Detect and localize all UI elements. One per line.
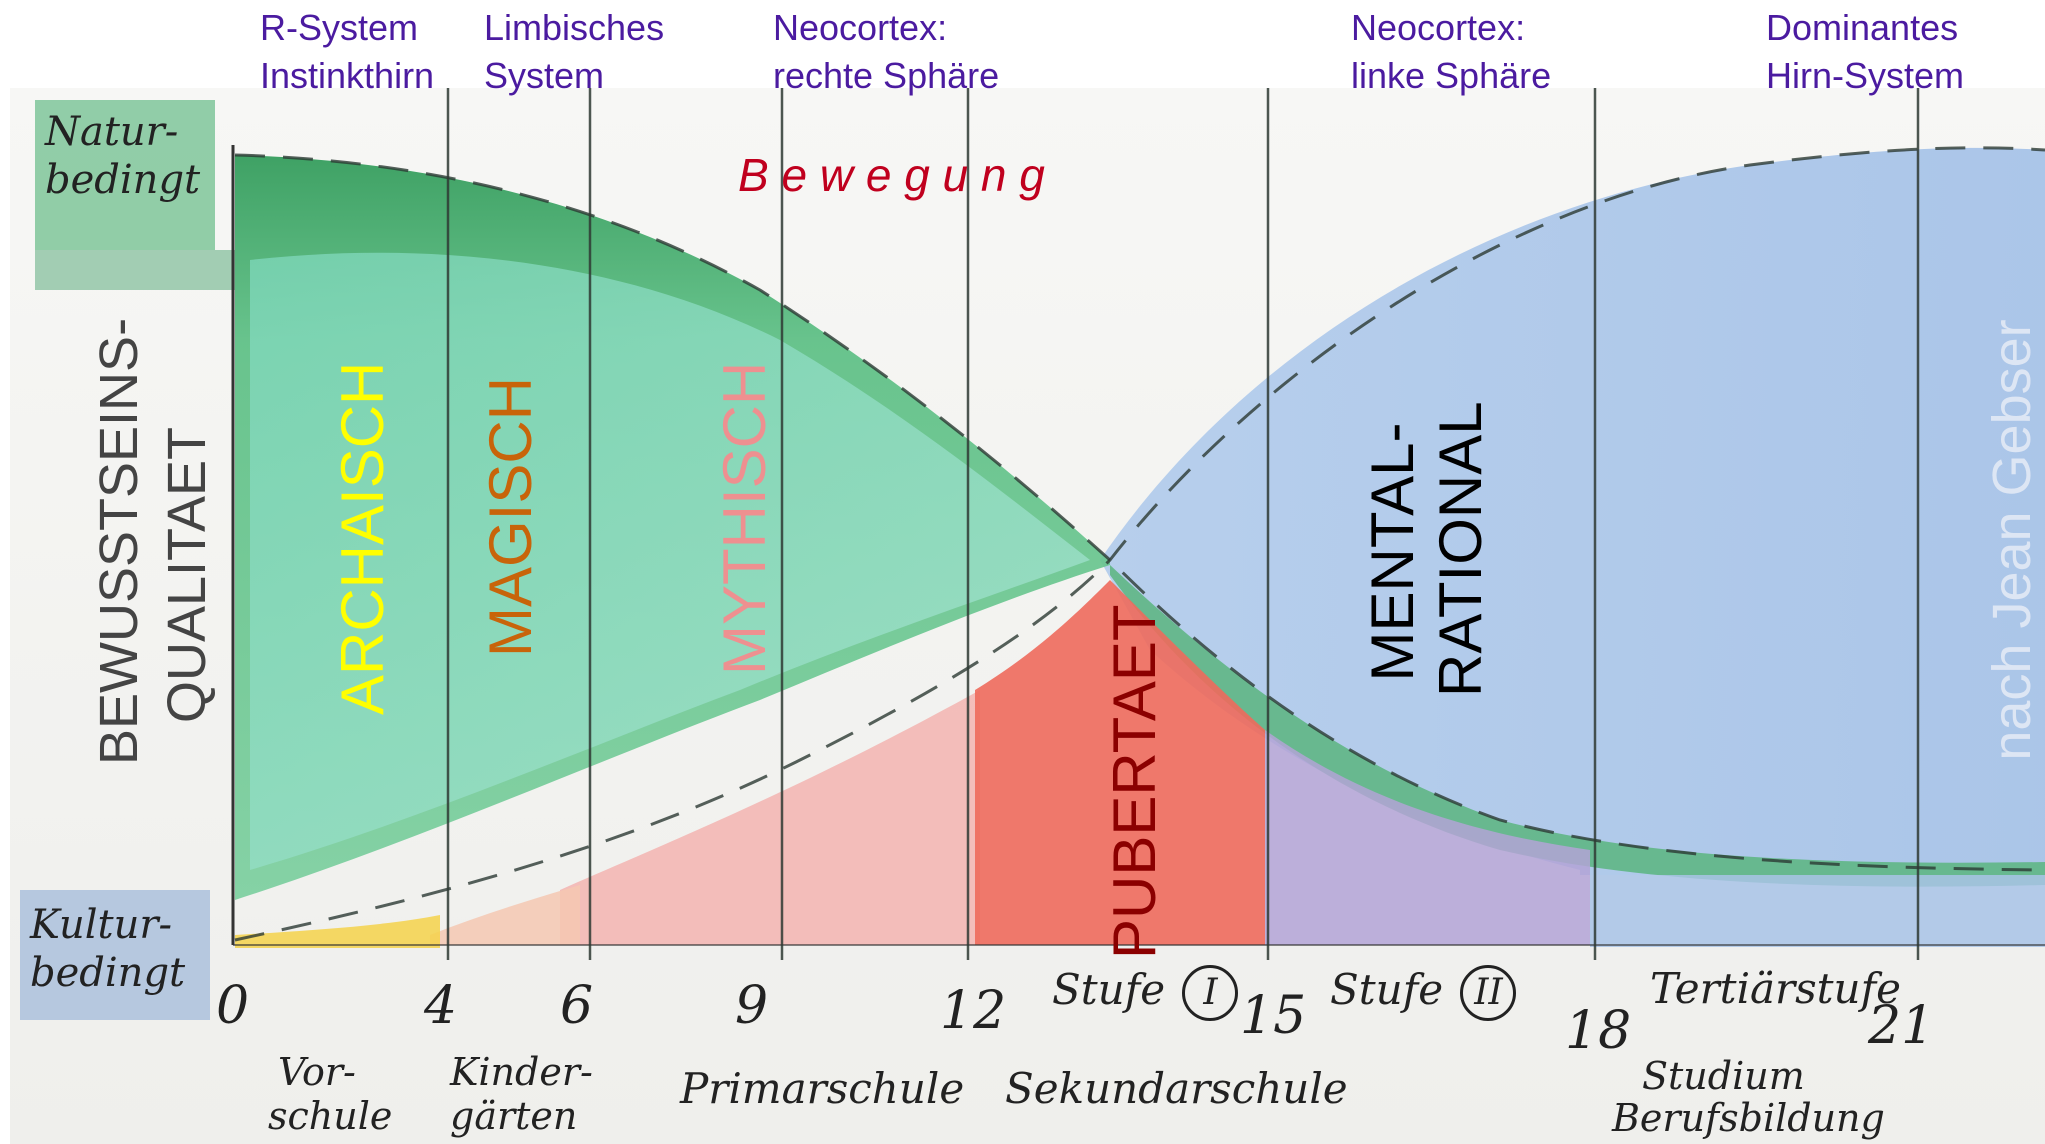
header-neocortex-rechts-line1: Neocortex: bbox=[773, 7, 948, 48]
stufe-2-number: II bbox=[1460, 965, 1517, 1021]
stufe-2-label: Stufe II bbox=[1330, 965, 1517, 1021]
primarschule-label: Primarschule bbox=[680, 1064, 965, 1113]
ascending-dashed-curve bbox=[234, 146, 2045, 942]
header-limbisch-line2: System bbox=[484, 55, 605, 96]
header-limbisch-line1: Limbisches bbox=[484, 7, 665, 48]
kultur-bedingt-label: Kultur- bedingt bbox=[30, 905, 185, 993]
purple-region bbox=[1265, 730, 1590, 945]
magic-teal-region bbox=[250, 252, 1090, 871]
kindergarten-line2: gärten bbox=[450, 1094, 578, 1138]
title-line2: QUALITAET bbox=[157, 426, 217, 724]
green-lower-band bbox=[1110, 565, 2045, 887]
natur-box bbox=[35, 100, 215, 250]
header-dominant: Dominantes Hirn-System bbox=[1766, 4, 1964, 100]
studium-label: Studium Berufsbildung bbox=[1612, 1055, 1885, 1139]
stufe-1-text: Stufe bbox=[1052, 965, 1166, 1014]
tick-6: 6 bbox=[560, 976, 594, 1036]
vorschule-label: Vor- schule bbox=[268, 1050, 392, 1138]
tick-0: 0 bbox=[216, 976, 250, 1036]
header-r-system-line1: R-System bbox=[260, 7, 419, 48]
bewusstseins-qualitaet-title: BEWUSSTSEINS- QUALITAET bbox=[85, 317, 225, 765]
stage-mythisch: MYTHISCH bbox=[711, 361, 778, 675]
stage-pubertaet: PUBERTAET bbox=[1101, 604, 1168, 959]
header-r-system: R-System Instinkthirn bbox=[260, 4, 434, 100]
division-lines bbox=[446, 88, 1920, 960]
tick-18: 18 bbox=[1565, 1001, 1632, 1061]
stage-archaisch: ARCHAISCH bbox=[329, 361, 396, 715]
kultur-line2: bedingt bbox=[30, 950, 186, 996]
attribution: nach Jean Gebser bbox=[1982, 319, 2042, 761]
tick-21: 21 bbox=[1868, 996, 1935, 1056]
studium-line1: Studium bbox=[1642, 1054, 1805, 1098]
kindergarten-label: Kinder- gärten bbox=[450, 1050, 593, 1138]
header-neocortex-rechts-line2: rechte Sphäre bbox=[773, 55, 1000, 96]
blue-bottom bbox=[1590, 875, 2045, 947]
kindergarten-line1: Kinder- bbox=[450, 1050, 593, 1094]
vorschule-line1: Vor- bbox=[278, 1050, 356, 1094]
mental-line1: MENTAL- bbox=[1359, 422, 1426, 682]
natur-box-bottom bbox=[35, 250, 235, 290]
header-dominant-line1: Dominantes bbox=[1766, 7, 1959, 48]
tick-12: 12 bbox=[940, 981, 1007, 1041]
studium-line2: Berufsbildung bbox=[1612, 1096, 1885, 1140]
stage-mental-rational: MENTAL- RATIONAL bbox=[1359, 401, 1499, 697]
bewegung-label: B e w e g u n g bbox=[738, 149, 1045, 201]
header-neocortex-links-line2: linke Sphäre bbox=[1351, 55, 1552, 96]
natur-bedingt-label: Natur- bedingt bbox=[45, 112, 200, 200]
mental-line2: RATIONAL bbox=[1427, 401, 1494, 697]
stage-magisch: MAGISCH bbox=[477, 376, 544, 657]
kultur-line1: Kultur- bbox=[30, 902, 173, 948]
header-neocortex-rechts: Neocortex: rechte Sphäre bbox=[773, 4, 999, 100]
title-line1: BEWUSSTSEINS- bbox=[89, 317, 149, 765]
mental-region bbox=[1100, 147, 2045, 876]
stufe-1-number: I bbox=[1182, 965, 1239, 1021]
tick-4: 4 bbox=[424, 976, 458, 1036]
descending-dashed-curve bbox=[234, 153, 2045, 872]
tertiaer-label: Tertiärstufe bbox=[1650, 964, 1901, 1013]
yellow-strip bbox=[235, 915, 440, 948]
sekundarschule-label: Sekundarschule bbox=[1005, 1064, 1348, 1113]
stufe-1-label: Stufe I bbox=[1052, 965, 1239, 1021]
vorschule-line2: schule bbox=[268, 1094, 393, 1138]
header-dominant-line2: Hirn-System bbox=[1766, 55, 1965, 96]
header-limbisch: Limbisches System bbox=[484, 4, 664, 100]
natur-line1: Natur- bbox=[45, 109, 179, 155]
header-r-system-line2: Instinkthirn bbox=[260, 55, 435, 96]
tick-15: 15 bbox=[1240, 986, 1307, 1046]
mythic-pink-region bbox=[560, 690, 980, 945]
header-neocortex-links-line1: Neocortex: bbox=[1351, 7, 1526, 48]
pubertaet-red-region bbox=[975, 580, 1265, 945]
tick-9: 9 bbox=[735, 976, 769, 1036]
header-neocortex-links: Neocortex: linke Sphäre bbox=[1351, 4, 1551, 100]
stufe-2-text: Stufe bbox=[1330, 965, 1444, 1014]
pink-left bbox=[430, 885, 580, 945]
natur-line2: bedingt bbox=[45, 157, 201, 203]
kultur-box bbox=[20, 890, 210, 1020]
